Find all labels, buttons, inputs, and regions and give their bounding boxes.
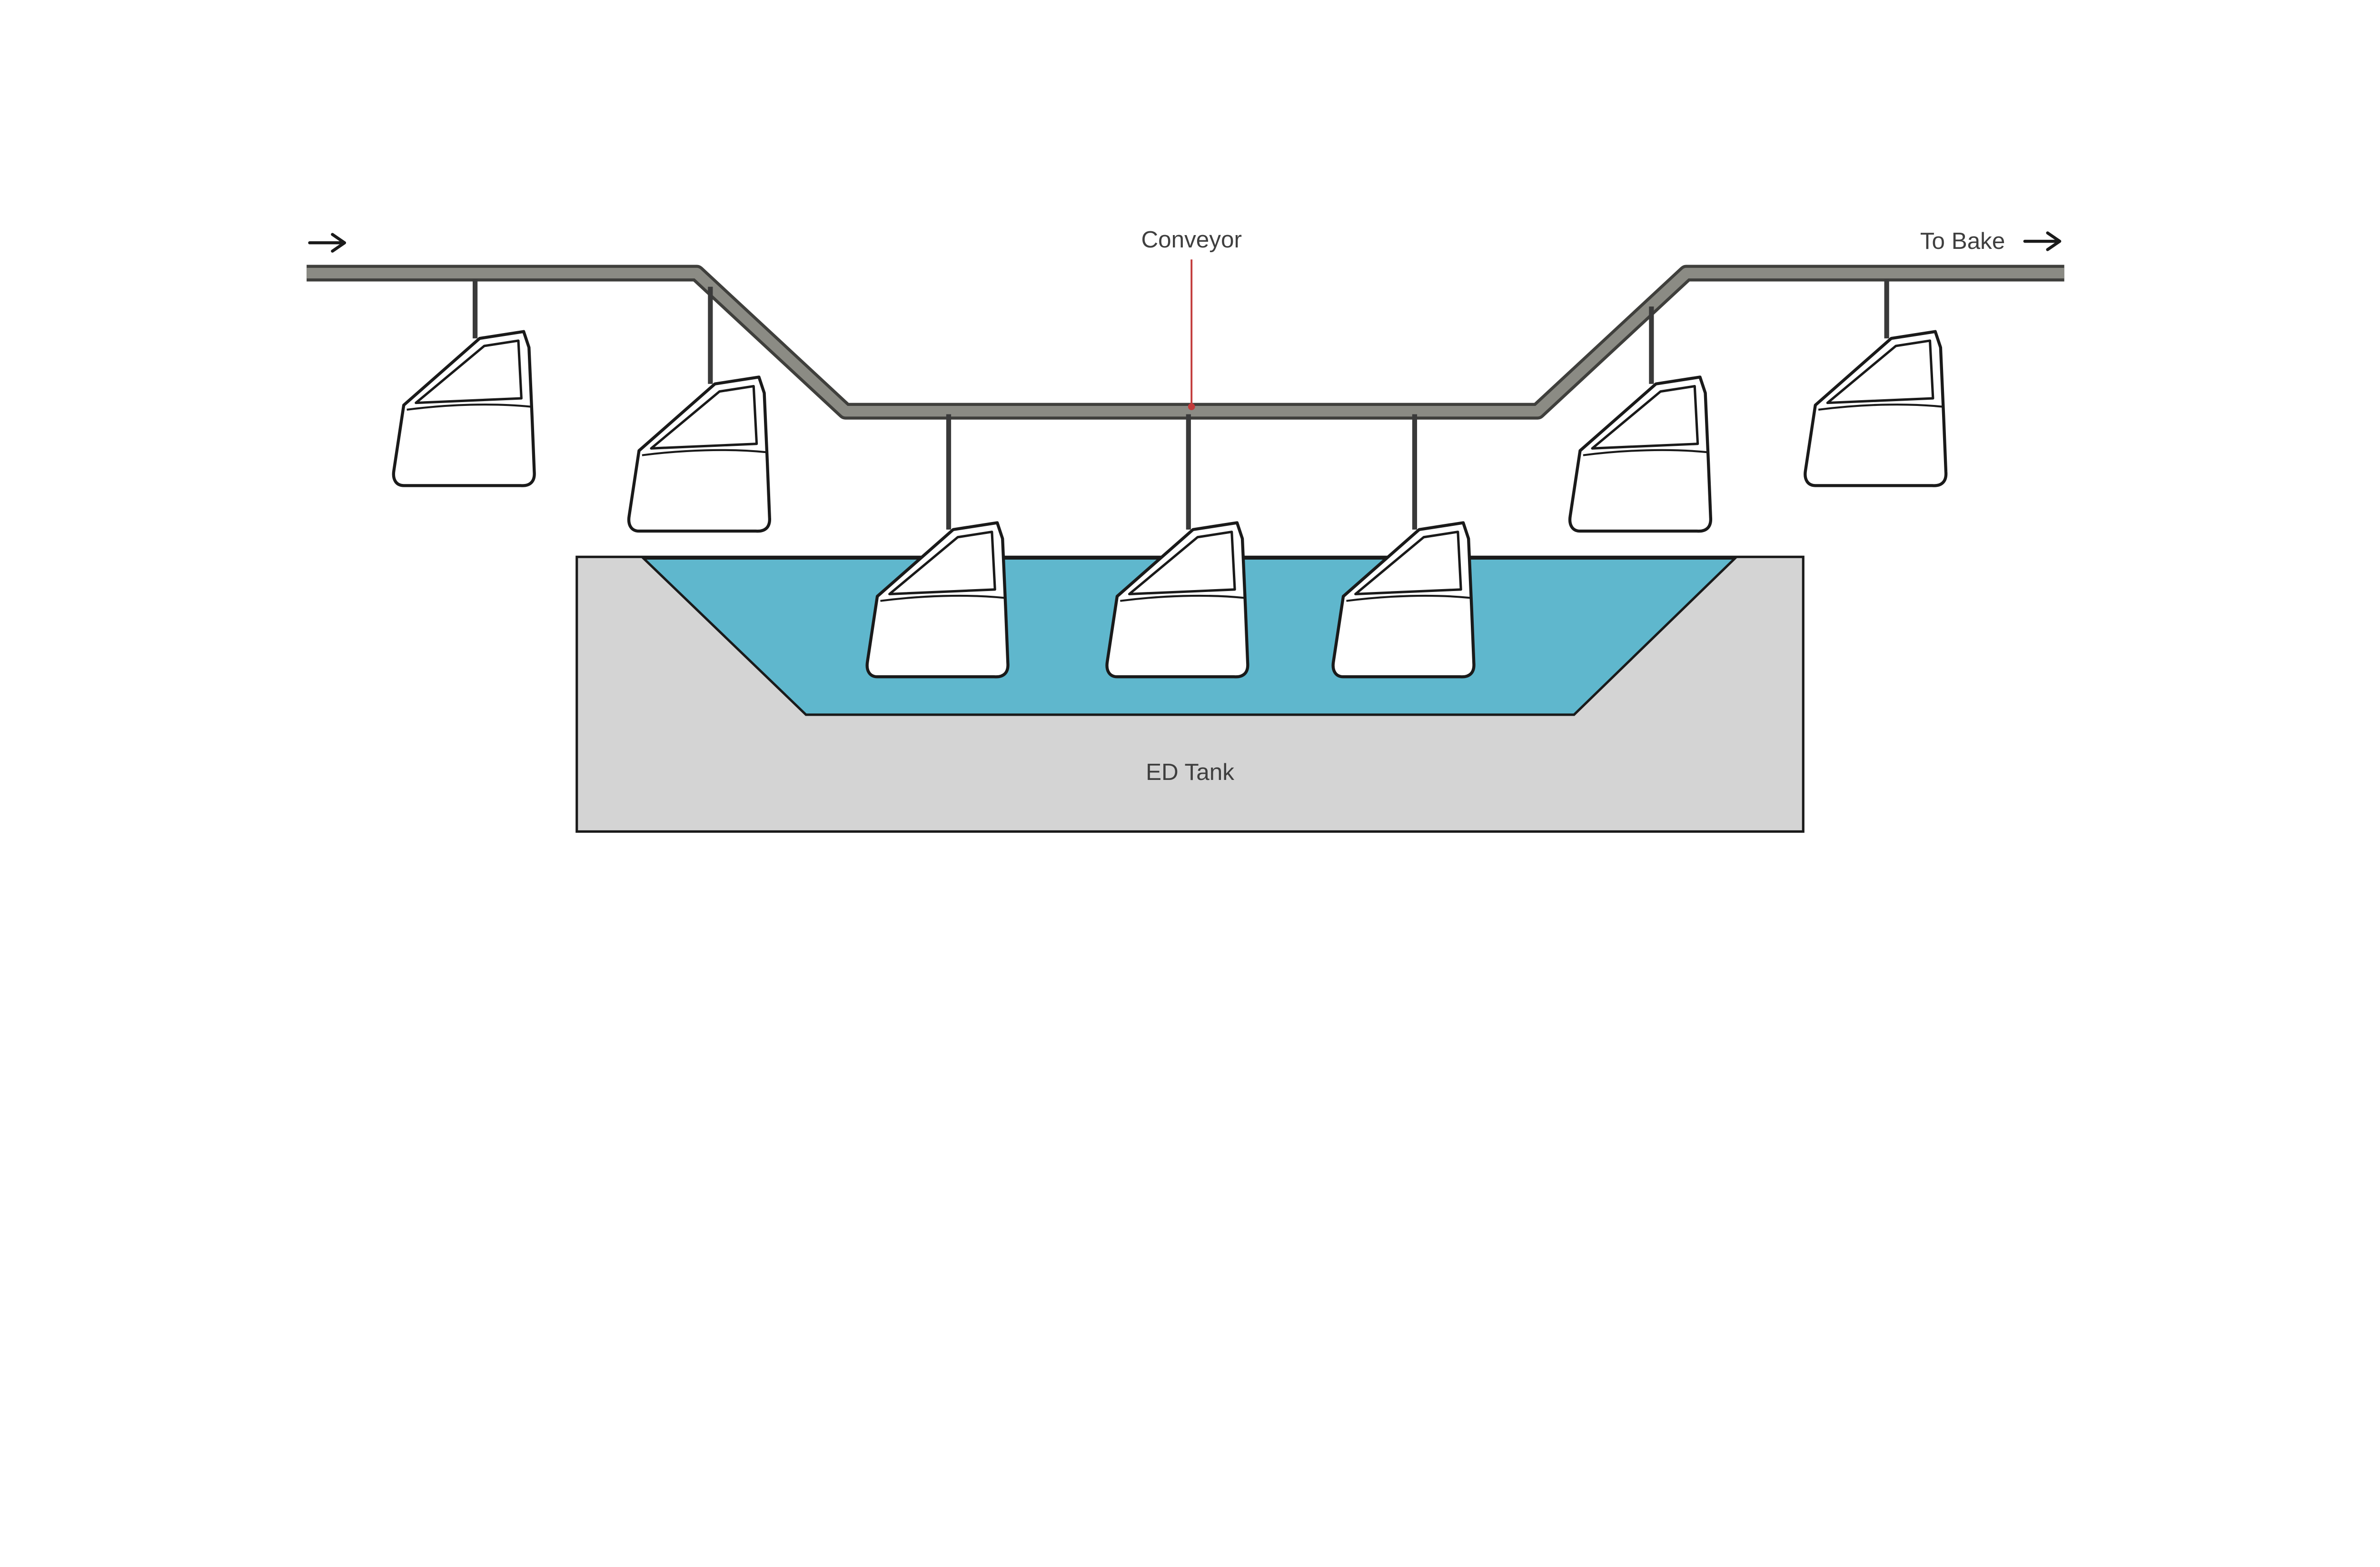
car-door-7 <box>1805 332 1946 486</box>
conveyor-track-outline <box>307 265 2064 420</box>
flow-in-arrow-icon <box>308 233 347 253</box>
conveyor-callout: Conveyor <box>1141 227 1242 410</box>
ed-coating-diagram: ED Tank Conveyor <box>307 226 2064 833</box>
car-door-4-submerged <box>1107 523 1248 677</box>
flow-in-arrow <box>308 233 347 253</box>
car-door-2 <box>629 377 770 531</box>
car-door-3-submerged <box>867 523 1008 677</box>
to-bake-callout: To Bake <box>1920 228 2062 254</box>
conveyor-track-band <box>307 267 2064 417</box>
conveyor-track <box>307 265 2064 420</box>
diagram-svg: ED Tank Conveyor <box>307 226 2064 833</box>
conveyor-label: Conveyor <box>1141 227 1241 253</box>
conveyor-leader-dot <box>1188 403 1195 410</box>
car-door-6 <box>1570 377 1711 531</box>
to-bake-arrow-icon <box>2023 231 2062 251</box>
ed-tank-label: ED Tank <box>1146 759 1234 785</box>
car-door-1 <box>394 332 535 486</box>
to-bake-label: To Bake <box>1920 228 2005 254</box>
car-door-5-submerged <box>1333 523 1474 677</box>
door-hangers <box>472 279 1889 530</box>
